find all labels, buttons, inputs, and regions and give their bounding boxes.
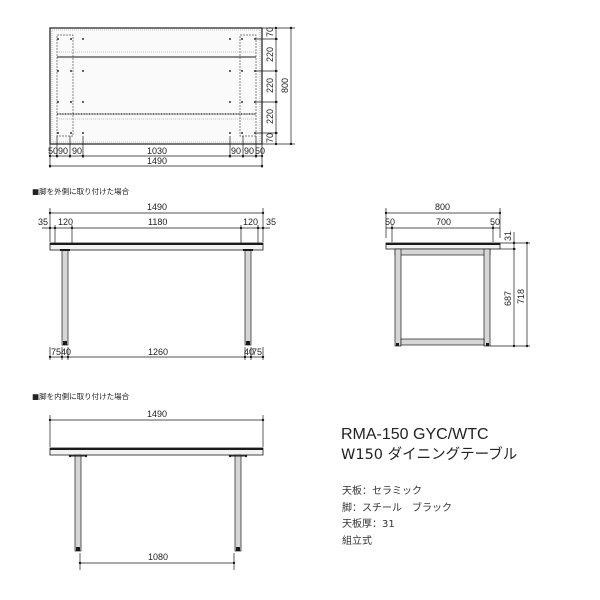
leg-left [61,249,69,346]
dim-side-out-overall: 1490 [147,202,167,212]
dim-top-h-6: 50 [255,146,265,156]
spec-list: 天板：セラミック 脚：スチール ブラック 天板厚：31 組立式 [342,484,452,550]
end-leg-right [483,248,491,347]
side-view-outside: 1490 35 120 1180 120 35 75 40 126 [38,202,276,360]
section-label-outside: ■脚を外側に取り付けた場合 [32,187,130,196]
screw-points [57,38,256,134]
dim-end-u2: 50 [490,217,500,227]
dim-side-out-u2: 1180 [148,217,167,227]
spec-top-thickness: 天板厚：31 [342,519,395,530]
dim-side-in-leg-span: 1080 [148,552,168,562]
dim-top-v-2: 220 [265,78,275,93]
dim-top-overall-width: 1490 [147,156,167,166]
dim-end-total-height: 718 [516,289,526,304]
dim-end-leg-height: 687 [503,291,513,306]
frame-bottom-rail [400,338,485,346]
product-model: RMA-150 GYC/WTC [341,426,489,443]
dim-end-top-thickness: 31 [503,231,513,241]
dim-end-overall-width: 800 [435,202,450,212]
side-view-inside: 1490 1080 [48,409,265,570]
dim-side-out-u0: 35 [38,217,48,227]
spec-top-material: 天板：セラミック [342,486,422,497]
dim-side-out-l3: 40 [244,347,254,357]
product-name: W150 ダイニングテーブル [341,447,518,463]
top-view: 50 90 90 1030 90 90 50 1490 70 220 220 2… [48,26,295,168]
dim-top-h-3: 1030 [147,146,167,156]
dim-side-out-u1: 120 [58,217,73,227]
dim-top-h-1: 90 [58,146,68,156]
dim-top-overall-depth: 800 [280,78,290,93]
dim-side-out-l0: 75 [51,347,61,357]
dim-side-out-l4: 75 [252,347,262,357]
dim-end-u1: 700 [436,217,451,227]
dim-side-out-u3: 120 [243,217,258,227]
product-title-block: RMA-150 GYC/WTC W150 ダイニングテーブル [341,425,517,465]
dim-end-u0: 50 [385,217,395,227]
dim-side-out-u4: 35 [266,217,276,227]
dim-top-v-0: 70 [265,27,275,37]
dim-side-out-l2: 1260 [148,347,168,357]
end-view: 800 50 700 50 31 687 718 [384,202,530,348]
dim-top-v-4: 70 [265,133,275,143]
dim-top-h-2: 90 [72,146,82,156]
leg-frame-right [239,34,257,137]
dim-top-v-3: 220 [265,109,275,124]
tabletop-outline [49,27,263,145]
dim-top-v-1: 220 [265,47,275,62]
leg-right [244,249,252,346]
spec-leg-material: 脚：スチール ブラック [342,502,452,514]
inside-leg-left [74,454,82,552]
dim-top-h-0: 50 [48,146,58,156]
dim-top-h-5: 90 [244,146,254,156]
inside-leg-right [234,454,242,552]
leg-frame-left [56,34,74,137]
spec-assembly: 組立式 [342,535,372,547]
dim-side-in-overall: 1490 [147,409,167,419]
section-label-inside: ■脚を内側に取り付けた場合 [32,392,130,401]
dim-top-h-4: 90 [231,146,241,156]
dim-side-out-l1: 40 [61,347,71,357]
frame-top-rail [394,248,491,256]
end-leg-left [394,248,402,347]
